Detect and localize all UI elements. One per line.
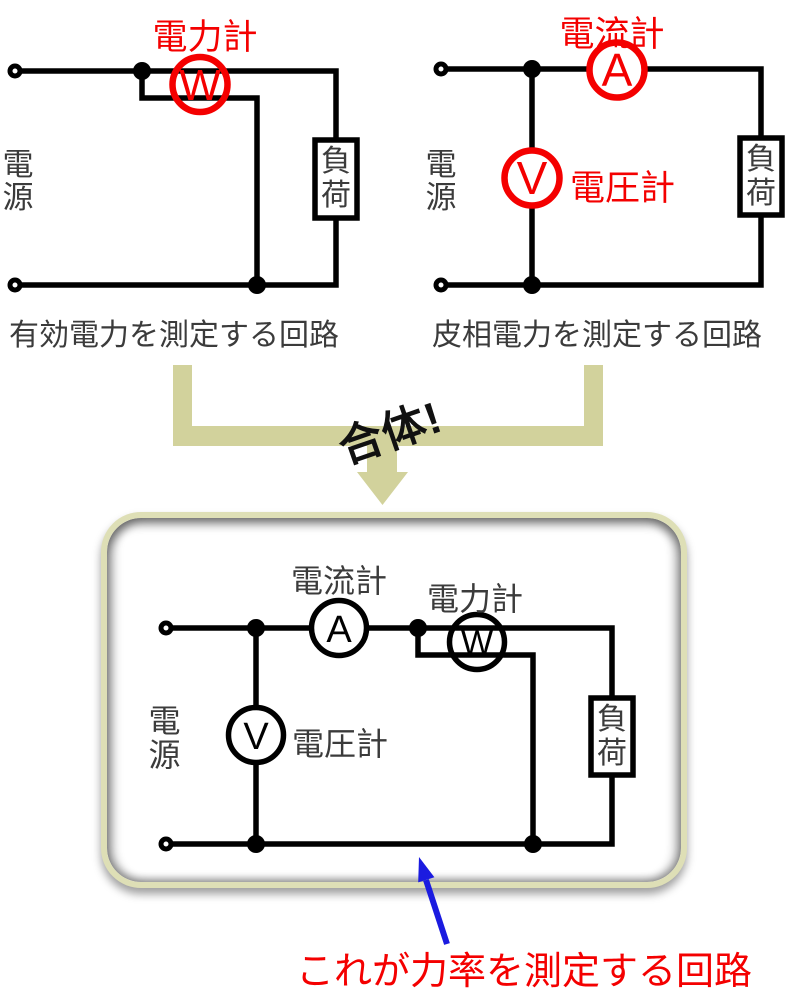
c2-load-label: 負荷 [746, 142, 776, 210]
pf-ammeter-circle [308, 597, 370, 659]
pf-wattmeter-circle [446, 611, 508, 673]
pf-load-box [588, 695, 636, 778]
apparent-power-circuit: A V [433, 39, 785, 294]
pf-wattmeter-label: 電力計 [426, 581, 523, 617]
pf-voltmeter-label: 電圧計 [292, 726, 389, 762]
pf-top-wire [166, 625, 615, 698]
c2-terminal-bottom [433, 277, 449, 293]
pf-bottom-wire [166, 775, 615, 847]
c1-bottom-wire [15, 218, 339, 288]
c1-terminal-top [7, 63, 23, 79]
c1-wattmeter-circle [169, 53, 231, 116]
pf-junction-dot-1 [247, 619, 265, 637]
pf-voltmeter-symbol: V [243, 716, 269, 758]
c2-voltmeter-label: 電圧計 [570, 169, 676, 208]
c1-load-box [312, 137, 360, 221]
c2-ammeter-circle [586, 39, 648, 101]
c1-caption: 有効電力を測定する回路 [9, 319, 339, 352]
pf-junction-dot-3 [247, 835, 265, 853]
c2-junction-dot-top [523, 60, 541, 78]
c1-wattmeter-symbol: W [179, 61, 221, 110]
power-factor-circuit: A W V [158, 597, 636, 853]
c1-terminal-bottom [7, 277, 23, 293]
c1-junction-dot-bottom [248, 276, 266, 294]
c2-voltmeter-circle [501, 147, 563, 209]
pointer-arrow-head [418, 857, 435, 883]
c1-top-wire [15, 68, 339, 140]
c1-source-label: 電源 [2, 147, 34, 215]
c2-caption: 皮相電力を測定する回路 [432, 319, 762, 352]
pf-terminal-bottom [158, 836, 174, 852]
active-power-circuit: W [7, 53, 360, 294]
c2-voltmeter-symbol: V [517, 152, 548, 204]
pointer-arrow-shaft [423, 879, 450, 945]
c2-load-box [737, 135, 785, 218]
pf-voltmeter-circle [225, 704, 287, 766]
c1-voltage-branch-wire [139, 71, 260, 285]
c2-ammeter-label: 電流計 [559, 15, 665, 54]
pf-wattmeter-voltage-wire [415, 628, 536, 844]
pf-source-label: 電源 [148, 703, 181, 773]
c2-bottom-wire [441, 215, 764, 288]
c2-top-wire [441, 66, 764, 138]
pf-ammeter-label: 電流計 [290, 563, 387, 599]
pf-junction-dot-2 [409, 619, 427, 637]
pf-ammeter-symbol: A [326, 609, 352, 651]
c2-ammeter-symbol: A [602, 44, 633, 96]
pf-terminal-top [158, 620, 174, 636]
c1-junction-dot-top [133, 62, 151, 80]
c1-load-label: 負荷 [321, 145, 351, 212]
merge-bracket-arrow [173, 365, 603, 505]
c1-wattmeter-label: 電力計 [152, 18, 258, 57]
c2-junction-dot-bottom [523, 276, 541, 294]
pf-junction-dot-4 [524, 835, 542, 853]
pf-load-label: 負荷 [597, 702, 627, 770]
c2-terminal-top [433, 61, 449, 77]
pf-wattmeter-symbol: W [461, 624, 493, 662]
c2-source-label: 電源 [425, 147, 457, 215]
power-factor-caption: これが力率を測定する回路 [296, 951, 753, 992]
